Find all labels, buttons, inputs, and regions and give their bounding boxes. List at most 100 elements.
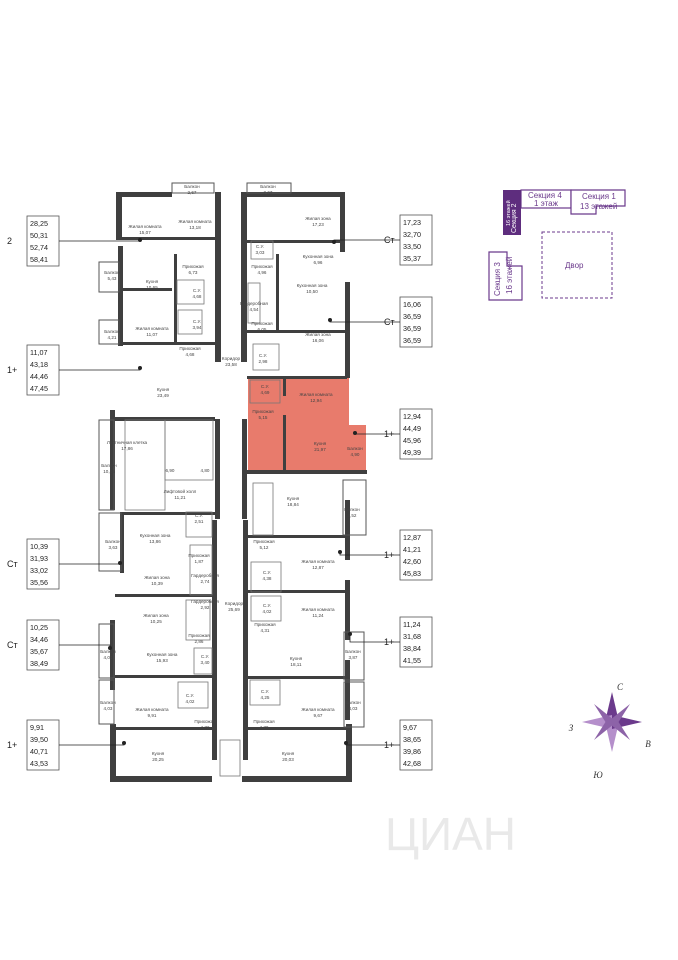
selected-apartment[interactable] [248,376,366,470]
room-label: С.У.4,68 [193,288,202,299]
room-name: С.У. [259,353,267,358]
room-name: Жилая комната [301,707,335,712]
room-area: 4,68 [193,294,202,299]
room-area: 20,25 [152,757,164,762]
room-area: 11,21 [174,495,186,500]
compass-west: З [569,723,574,733]
room-label: С.У.3,40 [201,654,210,665]
room-area: 4,03 [104,706,113,711]
room-name: Кухонная зона [147,652,178,657]
room-name: Прихожая [253,539,275,544]
apartment-area-box [26,538,60,590]
room-area: 11,24 [312,613,324,618]
key-section-3-label: Секция 3 [493,262,502,296]
key-section-1[interactable] [570,189,626,215]
room-name: Балкон [184,184,200,189]
room-name: Жилая комната [301,559,335,564]
room-area: 6,73 [189,270,198,275]
room-area: 2,74 [201,579,210,584]
compass-south: Ю [592,770,603,780]
leader-line [59,240,141,242]
room-name: Кухня [282,751,295,756]
key-section-2-current[interactable] [503,190,521,235]
room-name: С.У. [201,654,209,659]
partitions [124,240,282,777]
room-area: 10,50 [306,289,318,294]
room-name: Прихожая [179,346,201,351]
key-section-2-label: Секция 2 [511,203,518,233]
room-name: Кухонная зона [297,283,328,288]
room-area: 18,84 [287,502,299,507]
room-name: Кухня [146,279,159,284]
leader-dot [328,318,332,322]
apartment-area: 10,39 [30,542,48,551]
apartment-area-box [399,408,433,460]
apartment-area: 43,53 [30,759,48,768]
apartment-area: 41,55 [403,656,421,665]
room-area: 5,15 [259,415,268,420]
leader-dot [118,561,122,565]
room-name: Балкон [100,649,116,654]
apartment-area: 31,93 [30,554,48,563]
apartment-area: 9,91 [30,723,44,732]
room-name: Гардеробная [191,599,219,604]
room-name: Балкон [105,539,121,544]
leader-line [349,634,400,643]
apartment-area: 10,25 [30,623,48,632]
apartment-area: 32,70 [403,230,421,239]
room-label: 4,80 [201,468,210,473]
apartment-area: 38,84 [403,644,421,653]
apartment-area: 42,68 [403,759,421,768]
room-name: Лифтовой холл [164,488,197,494]
room-area: 2,67 [264,190,273,195]
apartment-area: 11,07 [30,348,47,357]
key-section-3[interactable] [488,251,523,301]
leader-dot [332,240,336,244]
room-name: Балкон [104,270,120,275]
key-section-1-floors: 13 этажей [580,202,617,211]
key-plan: Секция 4 1 этаж Секция 1 13 этажей Секци… [488,189,626,301]
room-area: 2,98 [259,359,268,364]
apartment-area: 49,39 [403,448,421,457]
room-area: 10,25 [150,619,162,624]
room-name: Кухня [157,387,170,392]
apartment-area: 45,83 [403,569,421,578]
room-area: 17,86 [121,446,133,451]
room-area: 4,31 [261,628,270,633]
room-area: 4,03 [349,706,358,711]
room-area: 11,07 [146,332,158,337]
room-name: Прихожая [252,409,274,414]
apartment-area: 42,60 [403,557,421,566]
room-name: Балкон [100,700,116,705]
leader-dot [344,741,348,745]
compass-north: С [617,682,624,692]
room-area: 4,38 [263,576,272,581]
room-name: С.У. [186,693,194,698]
room-area: 3,63 [109,545,118,550]
room-area: 4,68 [186,352,195,357]
room-name: Балкон [347,446,363,451]
room-area: 16,06 [312,338,324,343]
room-area: 4,52 [348,513,357,518]
apartment-area: 34,46 [30,635,48,644]
leader-dot [122,741,126,745]
apartment-area: 52,74 [30,243,48,252]
room-name: С.У. [195,513,203,518]
